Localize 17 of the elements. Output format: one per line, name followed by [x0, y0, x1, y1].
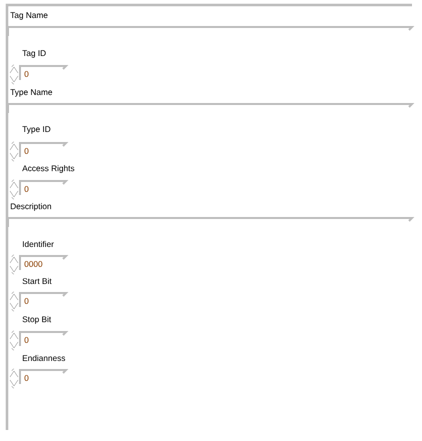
field-label: Identifier — [22, 240, 54, 248]
number-field: 0000 — [19, 255, 68, 270]
number-field: 0 — [19, 142, 68, 157]
number-field: 0 — [19, 292, 68, 307]
field-label: Tag ID — [22, 50, 46, 58]
field-label: Description — [10, 203, 52, 211]
number-field: 0 — [19, 180, 68, 195]
number-field: 0 — [19, 65, 68, 80]
number-field: 0 — [19, 369, 68, 384]
field-label: Type Name — [10, 89, 52, 97]
field-label: Start Bit — [22, 278, 52, 284]
field-label: Stop Bit — [22, 316, 52, 324]
field-label: Type ID — [22, 126, 50, 134]
number-field: 0 — [19, 331, 68, 346]
field-label: Endianness — [22, 354, 66, 362]
field-label: Access Rights — [22, 165, 74, 173]
field-label: Tag Name — [10, 12, 48, 20]
